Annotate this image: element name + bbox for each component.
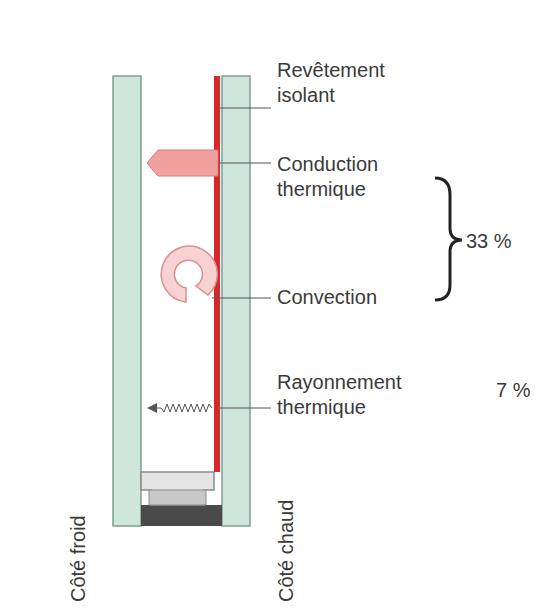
part-label: Conduction thermique	[277, 152, 427, 202]
side-label: Côté froid	[66, 515, 91, 602]
conduction-arrow	[147, 150, 218, 176]
side-label: Côté chaud	[274, 500, 299, 602]
leader-line	[212, 298, 271, 299]
part-label: Convection	[277, 285, 427, 310]
percentage-label: 7 %	[496, 378, 551, 403]
glass-pane	[222, 76, 250, 526]
convection-ring	[161, 246, 217, 302]
leader-line	[219, 163, 271, 164]
spacer	[141, 472, 214, 505]
spacer	[149, 490, 206, 505]
radiation-wave	[156, 404, 212, 412]
part-label: Revêtement isolant	[277, 58, 427, 108]
radiation-arrowhead	[147, 403, 157, 413]
part-label: Rayonnement thermique	[277, 370, 427, 420]
sealant	[141, 505, 222, 526]
percentage-label: 33 %	[466, 229, 546, 254]
glass-pane	[113, 76, 141, 526]
leader-line	[220, 108, 271, 109]
brace	[435, 178, 462, 300]
leader-line	[220, 408, 271, 409]
